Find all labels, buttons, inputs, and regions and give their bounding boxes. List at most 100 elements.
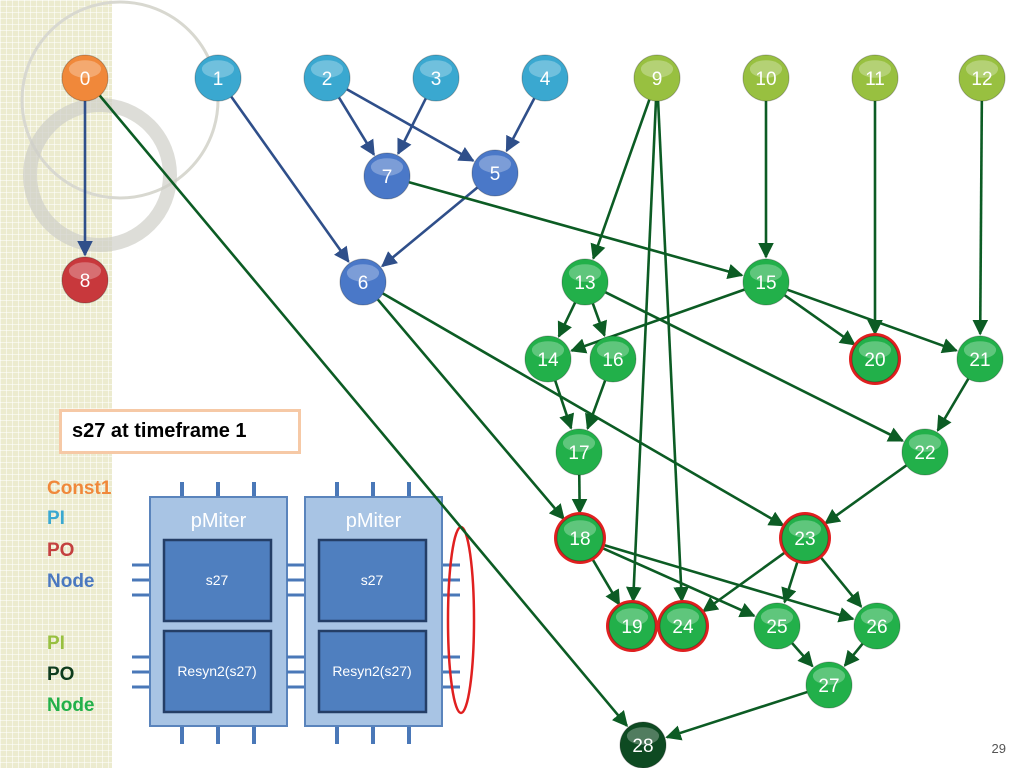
node-13[interactable]: 13 xyxy=(561,258,609,306)
node-26[interactable]: 26 xyxy=(853,602,901,650)
node-10[interactable]: 10 xyxy=(742,54,790,102)
node-7[interactable]: 7 xyxy=(363,152,411,200)
node-label: 10 xyxy=(755,69,776,90)
node-label: 14 xyxy=(537,350,559,371)
node-gloss xyxy=(68,60,102,78)
node-gloss xyxy=(562,434,596,452)
edge-6-to-23 xyxy=(382,292,785,527)
node-gloss xyxy=(370,158,404,176)
node-circle xyxy=(561,258,609,306)
node-label: 8 xyxy=(80,271,91,292)
node-gloss xyxy=(310,60,344,78)
edge-9-to-19 xyxy=(625,100,658,603)
node-label: 1 xyxy=(213,69,224,90)
edge-7-to-15 xyxy=(408,180,744,279)
node-label: 26 xyxy=(866,617,887,638)
node-2[interactable]: 2 xyxy=(303,54,351,102)
node-18[interactable]: 18 xyxy=(554,512,606,564)
node-20[interactable]: 20 xyxy=(849,333,901,385)
resyn2-block xyxy=(162,629,273,714)
node-gloss xyxy=(478,155,512,173)
node-label: 13 xyxy=(574,273,595,294)
edge-25-to-27 xyxy=(791,642,814,668)
node-label: 17 xyxy=(568,443,589,464)
edge-26-to-27 xyxy=(843,643,864,667)
node-label: 4 xyxy=(540,69,551,90)
edge-21-to-22 xyxy=(936,378,970,432)
node-14[interactable]: 14 xyxy=(524,335,572,383)
edge-3-to-7 xyxy=(397,97,427,156)
node-17[interactable]: 17 xyxy=(555,428,603,476)
node-gloss xyxy=(666,608,700,626)
node-circle xyxy=(633,54,681,102)
pmiter-header: pMiter xyxy=(346,510,402,532)
edge-5-to-6 xyxy=(381,186,479,268)
node-9[interactable]: 9 xyxy=(633,54,681,102)
node-circle xyxy=(339,258,387,306)
legend-item: Node xyxy=(47,571,95,592)
node-0[interactable]: 0 xyxy=(61,54,109,102)
node-circle xyxy=(956,335,1004,383)
edge-13-to-22 xyxy=(604,291,905,442)
node-label: 2 xyxy=(322,69,333,90)
node-label: 25 xyxy=(766,617,787,638)
node-25[interactable]: 25 xyxy=(753,602,801,650)
edge-18-to-25 xyxy=(600,546,756,618)
node-27[interactable]: 27 xyxy=(805,661,853,709)
node-12[interactable]: 12 xyxy=(958,54,1006,102)
node-15[interactable]: 15 xyxy=(742,258,790,306)
node-gloss xyxy=(788,520,822,538)
s27-block xyxy=(317,538,428,623)
node-3[interactable]: 3 xyxy=(412,54,460,102)
edge-6-to-18 xyxy=(376,298,565,521)
edge-23-to-25 xyxy=(781,559,800,604)
node-24[interactable]: 24 xyxy=(657,600,709,652)
node-4[interactable]: 4 xyxy=(521,54,569,102)
node-8[interactable]: 8 xyxy=(61,256,109,304)
node-label: 18 xyxy=(569,529,590,550)
node-label: 11 xyxy=(865,69,885,90)
legend-item: PI xyxy=(47,508,65,529)
edges xyxy=(77,88,989,741)
node-circle xyxy=(742,54,790,102)
node-label: 27 xyxy=(818,676,839,697)
node-circle xyxy=(589,335,637,383)
node-gloss xyxy=(615,608,649,626)
node-label: 24 xyxy=(672,617,694,638)
node-gloss xyxy=(201,60,235,78)
node-28[interactable]: 28 xyxy=(619,721,667,768)
output-highlight-ellipse xyxy=(446,525,476,715)
node-22[interactable]: 22 xyxy=(901,428,949,476)
node-23[interactable]: 23 xyxy=(779,512,831,564)
slide-title: s27 at timeframe 1 xyxy=(59,409,301,454)
node-circle xyxy=(61,54,109,102)
node-circle xyxy=(61,256,109,304)
node-21[interactable]: 21 xyxy=(956,335,1004,383)
edge-15-to-21 xyxy=(787,288,958,354)
node-circle xyxy=(901,428,949,476)
node-19[interactable]: 19 xyxy=(606,600,658,652)
node-circle xyxy=(194,54,242,102)
node-label: 28 xyxy=(632,736,653,757)
edge-23-to-24 xyxy=(702,550,788,613)
node-gloss xyxy=(749,60,783,78)
node-circle xyxy=(608,602,656,650)
node-label: 12 xyxy=(971,69,992,90)
node-gloss xyxy=(812,667,846,685)
node-circle xyxy=(303,54,351,102)
node-gloss xyxy=(749,264,783,282)
s27-label: s27 xyxy=(206,572,229,588)
edge-0-to-28 xyxy=(98,94,628,728)
node-circle xyxy=(363,152,411,200)
pmiter-header: pMiter xyxy=(191,510,247,532)
node-circle xyxy=(412,54,460,102)
edge-15-to-20 xyxy=(784,294,856,346)
node-1[interactable]: 1 xyxy=(194,54,242,102)
node-16[interactable]: 16 xyxy=(589,335,637,383)
node-gloss xyxy=(531,341,565,359)
node-5[interactable]: 5 xyxy=(471,149,519,197)
node-gloss xyxy=(626,727,660,745)
node-11[interactable]: 11 xyxy=(851,54,899,102)
node-6[interactable]: 6 xyxy=(339,258,387,306)
